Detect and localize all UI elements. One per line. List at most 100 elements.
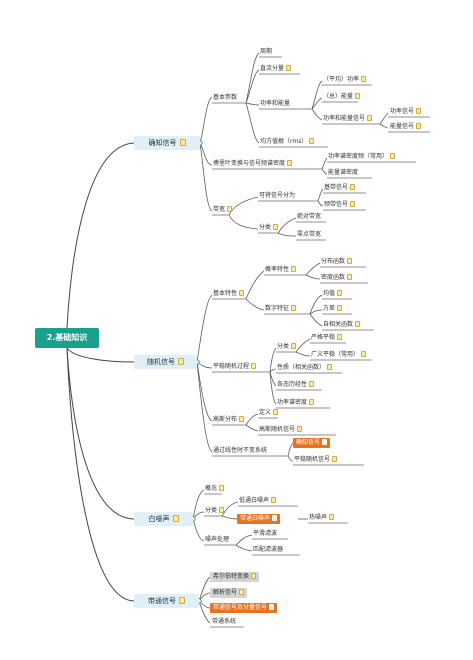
node-wide[interactable]: 广义平稳（常用） [311, 351, 367, 359]
node-fourier[interactable]: 傅里叶变换与信号频谱密度 [213, 160, 293, 168]
note-icon[interactable] [361, 351, 367, 357]
node-stationary-signal[interactable]: 平稳随机信号 [294, 456, 338, 464]
node-null-bw[interactable]: 零点带宽 [297, 231, 322, 238]
node-density-func[interactable]: 密度函数 [321, 274, 353, 282]
node-dc-component[interactable]: 直流分量 [260, 65, 292, 73]
node-analytic[interactable]: 解析信号 [210, 588, 248, 598]
note-icon[interactable] [239, 290, 245, 296]
note-icon[interactable] [347, 274, 353, 280]
node-variance[interactable]: 方差 [323, 305, 343, 313]
node-smoothing[interactable]: 平滑滤波 [253, 530, 278, 537]
root-node[interactable]: 2.基础知识 [35, 328, 99, 348]
node-bandpass-signal[interactable]: 频带信号 [324, 201, 356, 209]
node-divisible[interactable]: 可将信号分为 [259, 192, 296, 199]
node-period[interactable]: 周期 [260, 48, 273, 55]
note-icon[interactable] [219, 485, 225, 491]
node-gaussian-signal[interactable]: 高斯随机信号 [259, 426, 303, 434]
node-certain-signal-highlight[interactable]: 确知信号 [293, 438, 331, 448]
note-icon[interactable] [219, 507, 225, 513]
node-bandpass-equiv[interactable]: 带通信号及分量信号 [210, 603, 278, 613]
node-matched[interactable]: 匹配滤波器 [253, 546, 284, 553]
node-power-energy-signal[interactable]: 功率和能量信号 [323, 115, 373, 123]
note-icon[interactable] [416, 123, 422, 129]
node-bandpass-white[interactable]: 带通白噪声 [237, 514, 281, 524]
note-icon[interactable] [273, 224, 279, 230]
note-icon[interactable] [269, 604, 275, 610]
node-noise-proc[interactable]: 噪声处理 [205, 536, 230, 543]
node-absolute-bw[interactable]: 绝对带宽 [297, 213, 322, 220]
node-mean[interactable]: 均值 [323, 290, 343, 298]
node-stationary-classify[interactable]: 分类 [277, 343, 297, 351]
node-autocorr[interactable]: 自相关函数 [323, 321, 361, 329]
note-icon[interactable] [337, 334, 343, 340]
node-white-classify[interactable]: 分类 [205, 507, 225, 515]
note-icon[interactable] [272, 515, 278, 521]
node-definition[interactable]: 定义 [259, 409, 279, 417]
node-prob-char[interactable]: 概率特性 [265, 266, 297, 274]
note-icon[interactable] [239, 589, 245, 595]
note-icon[interactable] [179, 139, 186, 146]
note-icon[interactable] [355, 93, 361, 99]
note-icon[interactable] [297, 426, 303, 432]
note-icon[interactable] [367, 115, 373, 121]
branch-certain-signal[interactable]: 确知信号 [134, 136, 200, 150]
note-icon[interactable] [322, 439, 328, 445]
node-random-psd[interactable]: 功率谱密度 [277, 399, 315, 407]
node-concept[interactable]: 概念 [205, 485, 225, 493]
note-icon[interactable] [347, 258, 353, 264]
note-icon[interactable] [309, 381, 315, 387]
node-gaussian[interactable]: 高斯分布 [213, 416, 245, 424]
note-icon[interactable] [291, 305, 297, 311]
node-avg-power[interactable]: （平均）功率 [323, 76, 367, 84]
note-icon[interactable] [287, 160, 293, 166]
note-icon[interactable] [291, 266, 297, 272]
note-icon[interactable] [286, 65, 292, 71]
node-esd[interactable]: 能量谱密度 [328, 169, 359, 176]
node-power-energy[interactable]: 功率和能量 [260, 100, 291, 107]
node-thermal[interactable]: 热噪声 [309, 514, 335, 522]
node-psd[interactable]: 功率谱密度频（常用） [328, 153, 396, 161]
branch-white-noise[interactable]: 白噪声 [134, 512, 193, 526]
node-strict[interactable]: 严格平稳 [311, 334, 343, 342]
branch-bandpass-signal[interactable]: 带通信号 [134, 594, 199, 608]
node-basic-params[interactable]: 基本参数 [213, 94, 238, 101]
node-stationary[interactable]: 平稳随机过程 [213, 363, 257, 371]
note-icon[interactable] [337, 290, 343, 296]
node-rms[interactable]: 均方值根（rms） [260, 138, 315, 146]
note-icon[interactable] [337, 305, 343, 311]
note-icon[interactable] [309, 138, 315, 144]
note-icon[interactable] [227, 206, 233, 212]
note-icon[interactable] [251, 573, 257, 579]
note-icon[interactable] [309, 399, 315, 405]
node-energy-signal[interactable]: 能量信号 [390, 123, 422, 131]
note-icon[interactable] [273, 409, 279, 415]
node-total-energy[interactable]: （总）能量 [323, 93, 361, 101]
node-dist-func[interactable]: 分布函数 [321, 258, 353, 266]
note-icon[interactable] [329, 514, 335, 520]
node-ergodic[interactable]: 各态历经性 [277, 381, 315, 389]
node-bandpass-system[interactable]: 带通系统 [212, 618, 237, 625]
note-icon[interactable] [327, 364, 333, 370]
note-icon[interactable] [355, 321, 361, 327]
node-baseband[interactable]: 基带信号 [324, 184, 356, 192]
node-lti[interactable]: 通过线性时不变系统 [213, 447, 268, 454]
note-icon[interactable] [172, 515, 179, 522]
node-basic-char[interactable]: 基本特性 [213, 290, 245, 298]
node-power-signal[interactable]: 功率信号 [390, 108, 422, 116]
node-hilbert[interactable]: 希尔伯特变换 [210, 572, 260, 582]
branch-random-signal[interactable]: 随机信号 [134, 355, 197, 369]
node-lowpass-white[interactable]: 低通白噪声 [239, 497, 277, 505]
note-icon[interactable] [251, 363, 257, 369]
node-properties[interactable]: 性质（相关函数） [277, 364, 333, 372]
note-icon[interactable] [178, 358, 184, 365]
note-icon[interactable] [361, 76, 367, 82]
node-bandwidth[interactable]: 带宽 [213, 206, 233, 214]
note-icon[interactable] [271, 497, 277, 503]
note-icon[interactable] [179, 597, 185, 604]
note-icon[interactable] [350, 201, 356, 207]
note-icon[interactable] [239, 416, 245, 422]
node-bw-classify[interactable]: 分类 [259, 224, 279, 232]
note-icon[interactable] [332, 456, 338, 462]
note-icon[interactable] [291, 343, 297, 349]
note-icon[interactable] [390, 153, 396, 159]
